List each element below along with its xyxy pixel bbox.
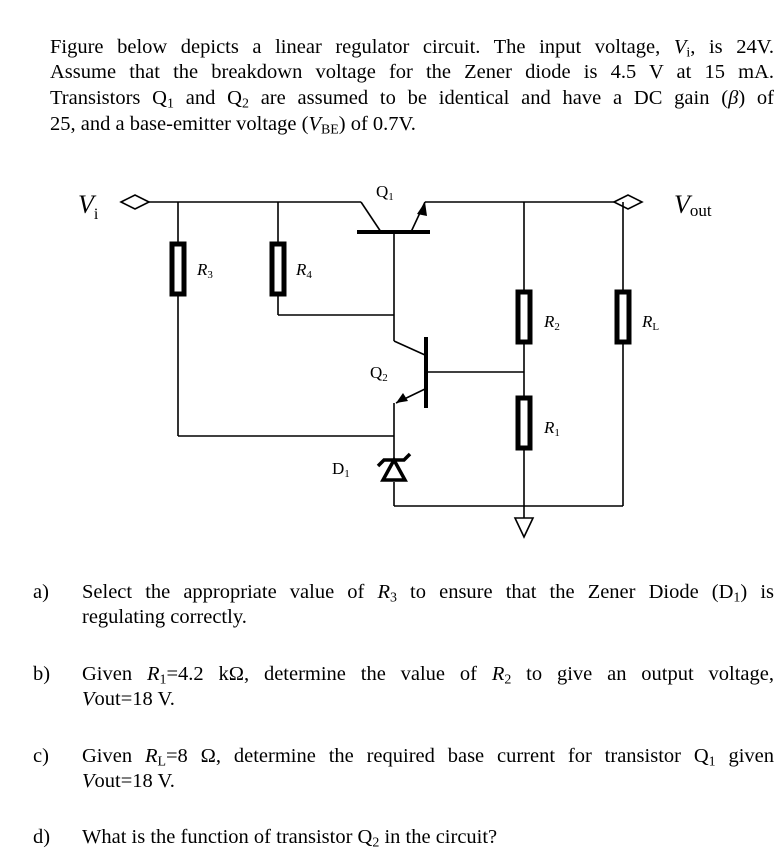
r2-resistor bbox=[515, 289, 533, 345]
r4-label: R4 bbox=[295, 260, 312, 281]
q2-label: Q2 bbox=[370, 363, 388, 384]
r4-resistor bbox=[269, 241, 287, 297]
r3-resistor bbox=[169, 241, 187, 297]
question-b-label: b) bbox=[33, 663, 51, 685]
question-d-line-1: What is the function of transistor Q2 in… bbox=[82, 826, 498, 850]
intro-line-3: Transistors Q1 and Q2 are assumed to be … bbox=[50, 87, 775, 112]
vout-label: Vout bbox=[674, 190, 712, 220]
intro-line-4: 25, and a base-emitter voltage (VBE) of … bbox=[50, 113, 416, 138]
r2-label: R2 bbox=[543, 312, 560, 333]
r1-label: R1 bbox=[543, 418, 560, 439]
question-a-line-1: Select the appropriate value of R3 to en… bbox=[82, 581, 774, 606]
intro-line-2: Assume that the breakdown voltage for th… bbox=[50, 61, 774, 83]
d1-label: D1 bbox=[332, 459, 350, 480]
vout-terminal bbox=[612, 194, 644, 210]
r1-resistor bbox=[515, 395, 533, 451]
vi-label: Vi bbox=[78, 190, 99, 223]
q1-label: Q1 bbox=[376, 182, 394, 203]
question-c-line-1: Given RL=8 Ω, determine the required bas… bbox=[82, 745, 774, 770]
zener-diode-d1 bbox=[376, 452, 412, 482]
question-c-line-2: Vout=18 V. bbox=[82, 770, 175, 792]
ground-icon bbox=[513, 517, 535, 539]
question-b-line-1: Given R1=4.2 kΩ, determine the value of … bbox=[82, 663, 774, 688]
rl-label: RL bbox=[641, 312, 659, 333]
vi-terminal bbox=[119, 194, 151, 210]
rl-resistor bbox=[614, 289, 632, 345]
question-a-line-2: regulating correctly. bbox=[82, 606, 247, 628]
question-d-label: d) bbox=[33, 826, 51, 848]
question-b-line-2: Vout=18 V. bbox=[82, 688, 175, 710]
question-a-label: a) bbox=[33, 581, 49, 603]
q2-emitter-arrow bbox=[396, 393, 408, 403]
r3-label: R3 bbox=[196, 260, 213, 281]
question-c-label: c) bbox=[33, 745, 49, 767]
regulator-circuit-diagram: Vi Vout Q1 Q2 R3 R4 R2 RL R1 D1 bbox=[78, 182, 712, 539]
intro-line-1: Figure below depicts a linear regulator … bbox=[50, 36, 774, 61]
q1-emitter-arrow bbox=[417, 202, 427, 216]
